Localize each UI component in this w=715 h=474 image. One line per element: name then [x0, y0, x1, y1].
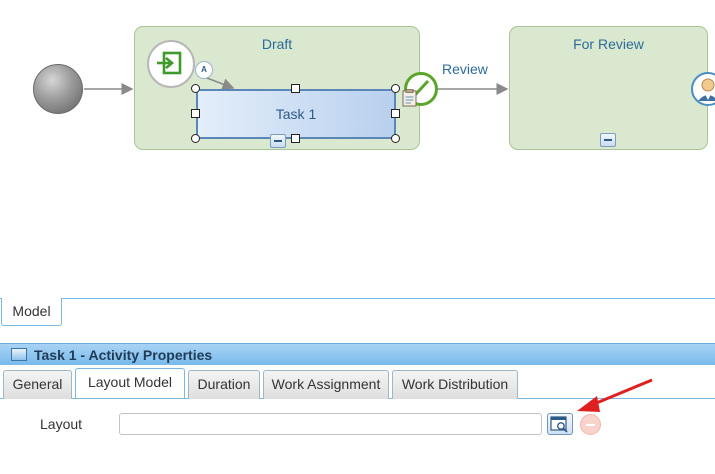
layout-field-label: Layout [40, 416, 83, 432]
flow-connectors [84, 83, 509, 95]
lookup-icon [550, 416, 568, 433]
resize-handle-bottom[interactable] [291, 134, 300, 143]
entry-step-icon[interactable] [147, 40, 195, 88]
properties-header: Task 1 - Activity Properties [0, 343, 715, 365]
resize-handle-top[interactable] [291, 84, 300, 93]
task-label: Task 1 [275, 106, 317, 122]
tab-layout-model[interactable]: Layout Model [75, 368, 185, 398]
review-flow-label[interactable]: Review [442, 61, 488, 77]
tab-model[interactable]: Model [1, 298, 62, 326]
resize-handle-left[interactable] [191, 109, 200, 118]
stage-for-review[interactable]: For Review [509, 26, 708, 150]
start-event-icon[interactable] [33, 64, 83, 114]
collapse-icon[interactable] [600, 133, 616, 147]
tab-work-distribution[interactable]: Work Distribution [392, 370, 518, 399]
collapse-icon[interactable] [270, 134, 286, 148]
task-activity[interactable]: Task 1 [196, 89, 396, 139]
entry-to-task-connector [206, 77, 235, 90]
automatic-badge-icon: A [195, 61, 213, 79]
tab-general[interactable]: General [3, 370, 72, 399]
tab-work-assignment[interactable]: Work Assignment [263, 370, 389, 399]
resize-handle-top-left[interactable] [191, 84, 200, 93]
model-tab-divider [0, 298, 715, 299]
properties-window-icon [11, 348, 27, 361]
workflow-canvas[interactable]: Draft For Review A Task 1 [0, 0, 715, 296]
layout-input[interactable] [119, 413, 542, 435]
clear-icon[interactable] [580, 414, 601, 435]
stage-draft-title: Draft [261, 36, 293, 52]
resize-handle-right[interactable] [391, 109, 400, 118]
resize-handle-bottom-left[interactable] [191, 134, 200, 143]
lookup-button[interactable] [547, 413, 573, 435]
resize-handle-bottom-right[interactable] [391, 134, 400, 143]
properties-title: Task 1 - Activity Properties [34, 347, 213, 363]
resize-handle-top-right[interactable] [391, 84, 400, 93]
tab-duration[interactable]: Duration [188, 370, 260, 399]
stage-for-review-title: For Review [573, 36, 644, 52]
user-icon[interactable] [691, 72, 715, 106]
task-document-icon [402, 89, 417, 107]
